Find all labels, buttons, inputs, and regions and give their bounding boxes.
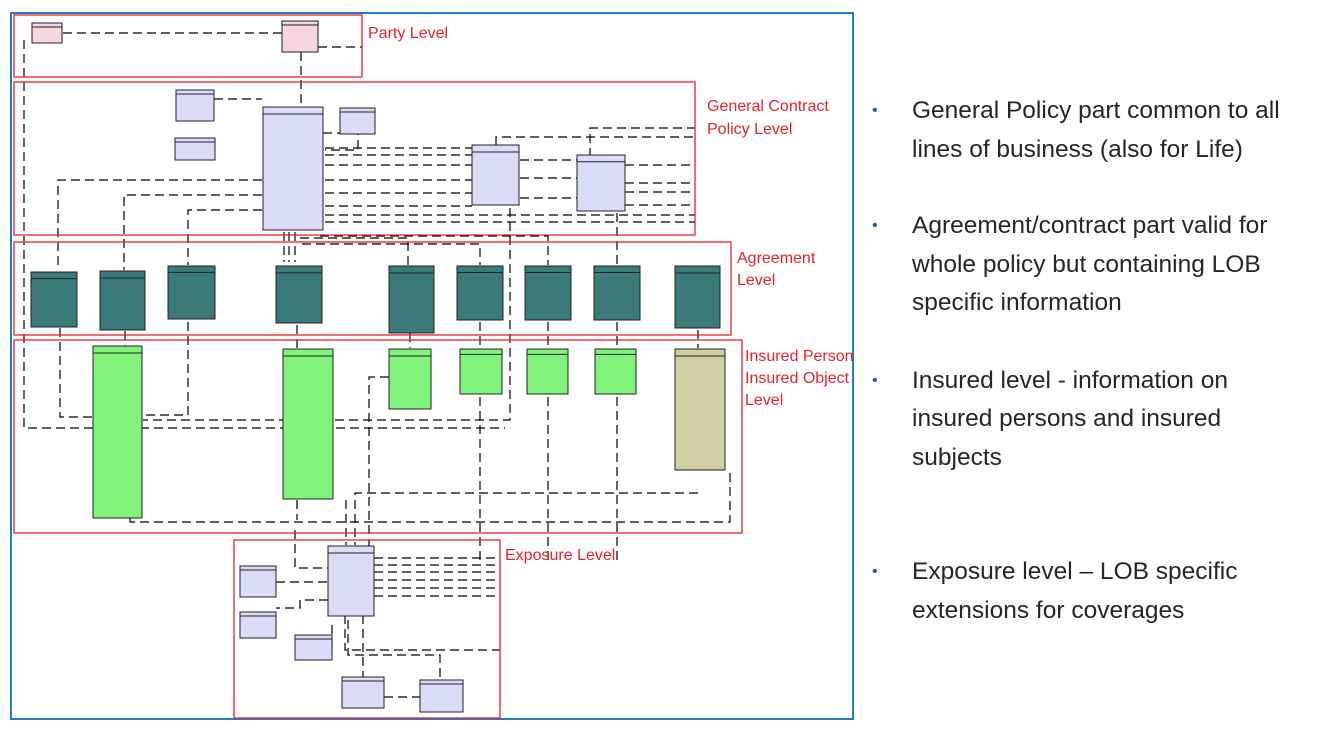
connector-line (347, 620, 441, 680)
bullet-item: • General Policy part common to all lines … (866, 92, 1321, 169)
bullet-marker: • (872, 217, 878, 234)
bullet-text-line: extensions for coverages (912, 596, 1185, 624)
diagram-frame (10, 12, 854, 720)
entity-box-insured (388, 348, 432, 410)
entity-box-insured (459, 348, 503, 395)
bullet-item: • Exposure level – LOB specific extensions… (866, 553, 1321, 630)
connector-line (187, 209, 262, 265)
entity-box-party (31, 22, 63, 44)
entity-box-agreement (593, 265, 641, 321)
entity-box-contract (576, 154, 626, 212)
level-label-insured: Insured Person (745, 348, 854, 365)
bullet-text-line: insured persons and insured (912, 405, 1222, 432)
entity-box-exposure (294, 634, 333, 661)
bullet-marker: • (872, 371, 878, 389)
level-boundary-insured (13, 339, 743, 534)
entity-box-agreement (674, 265, 721, 329)
entity-box-exposure (419, 679, 464, 713)
bullet-text-line: specific information (912, 289, 1122, 316)
entity-box-agreement (167, 265, 216, 320)
connector-line (354, 492, 698, 545)
connector-line (143, 322, 189, 416)
connector-line (129, 470, 731, 523)
entity-box-insured (282, 348, 334, 500)
entity-box-insured (526, 348, 569, 395)
entity-box-insured (674, 348, 726, 471)
connector-line (320, 235, 549, 265)
entity-box-agreement (388, 265, 435, 334)
bullet-text-line: lines of business (also for Life) (912, 135, 1243, 163)
level-label-insured: Insured Object (745, 370, 850, 387)
connector-line (123, 194, 262, 270)
entity-box-insured (594, 348, 637, 395)
entity-box-exposure (341, 676, 385, 709)
bullet-text-line: Insured level - information on (912, 366, 1228, 394)
bullet-item: • Insured level - information on insured p… (866, 362, 1321, 478)
level-label-contract: Policy Level (707, 121, 792, 138)
connector-line (294, 530, 328, 569)
bullet-marker: • (872, 563, 878, 580)
entity-box-exposure (239, 565, 277, 598)
level-label-exposure: Exposure Level (505, 547, 615, 564)
bullet-text-line: whole policy but containing LOB (912, 250, 1261, 278)
entity-box-party (281, 20, 319, 53)
entity-box-contract (339, 107, 376, 135)
entity-box-agreement (456, 265, 504, 321)
bullet-text-line: General Policy part common to all (912, 97, 1280, 124)
bullet-text-line: subjects (912, 443, 1002, 471)
connector-line (23, 40, 505, 429)
entity-box-insured (92, 345, 143, 519)
level-label-party: Party Level (368, 25, 448, 42)
entity-boxes (30, 20, 726, 713)
connector-line (143, 208, 511, 421)
connector-line (302, 243, 481, 265)
connector-line (344, 615, 500, 651)
bullet-marker: • (872, 102, 878, 119)
bullet-item: • Agreement/contract part valid for whole … (866, 207, 1321, 323)
connector-line (57, 179, 262, 270)
level-boundary-contract (13, 81, 696, 236)
connector-line (495, 136, 695, 145)
entity-box-contract (471, 144, 520, 206)
entity-box-exposure (239, 611, 277, 639)
level-boundary-agreement (13, 241, 732, 336)
bullet-list: • General Policy part common to all lines … (866, 92, 1321, 630)
level-label-contract: General Contract (707, 98, 829, 115)
entity-box-agreement (30, 271, 78, 328)
connector-lines (23, 32, 731, 698)
connector-line (300, 237, 409, 265)
level-label-agreement: Level (737, 272, 775, 289)
entity-box-contract (174, 137, 216, 161)
level-boundaries (13, 14, 743, 719)
level-label-insured: Level (745, 392, 783, 409)
entity-box-exposure (327, 545, 375, 617)
level-label-agreement: Agreement (737, 250, 816, 267)
entity-box-agreement (275, 265, 323, 324)
connector-line (59, 328, 93, 418)
level-boundary-party (13, 14, 363, 78)
connector-line (589, 127, 695, 157)
entity-box-contract (262, 106, 324, 231)
level-boundary-exposure (233, 539, 501, 719)
bullet-text-line: Exposure level – LOB specific (912, 558, 1238, 585)
entity-box-agreement (99, 270, 146, 331)
entity-box-contract (175, 89, 215, 122)
connector-line (368, 376, 389, 565)
bullet-text-line: Agreement/contract part valid for (912, 212, 1268, 239)
entity-box-agreement (524, 265, 572, 321)
connector-line (276, 599, 328, 609)
